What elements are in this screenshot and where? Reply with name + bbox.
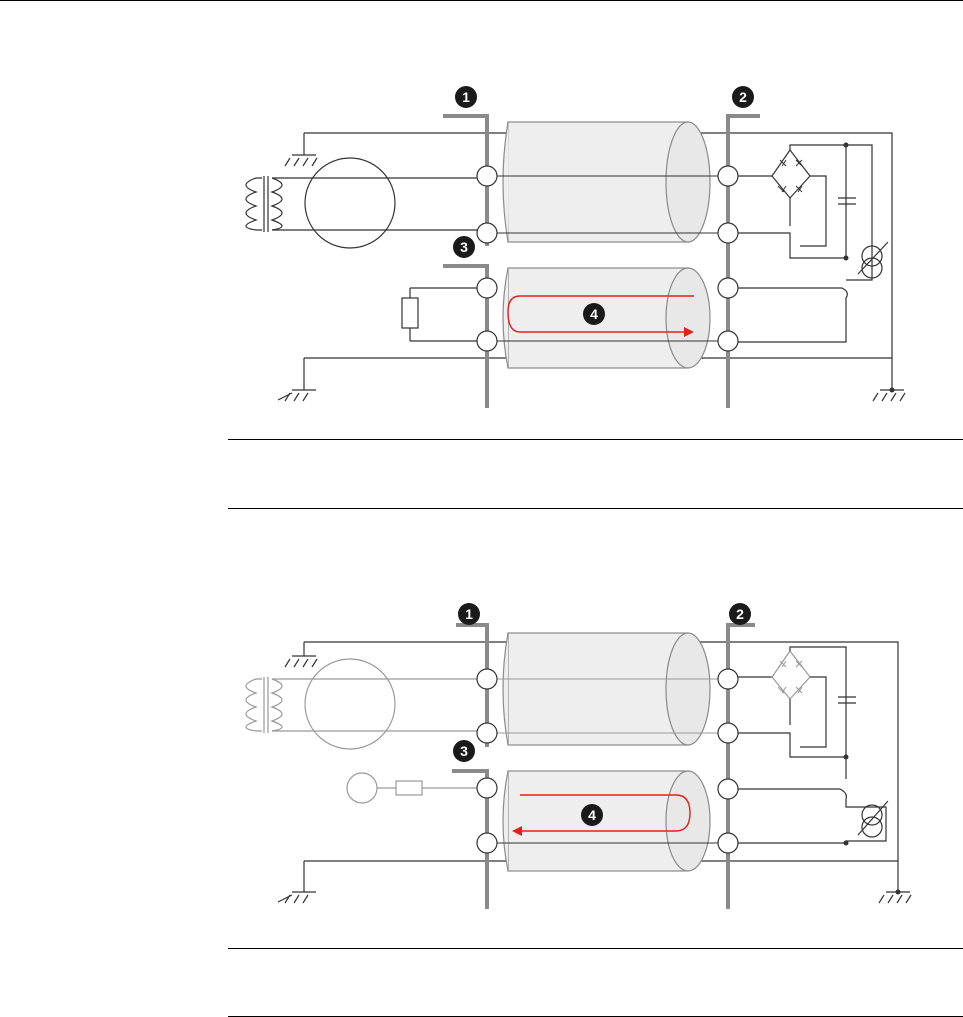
callout-badge-1: 1: [458, 603, 480, 625]
svg-text:2: 2: [739, 89, 747, 105]
svg-text:1: 1: [465, 606, 473, 622]
svg-text:4: 4: [588, 807, 596, 823]
wiring-diagram-1: 1 2 3 4: [0, 0, 963, 430]
caption-rule-top-2: [228, 948, 963, 949]
bus-bar-2-right: [728, 116, 760, 408]
svg-text:4: 4: [590, 306, 598, 322]
svg-text:1: 1: [462, 89, 470, 105]
callout-badge-2: 2: [732, 86, 754, 108]
bus-bar-2-right: [728, 625, 755, 909]
callout-badge-1: 1: [455, 86, 477, 108]
svg-text:3: 3: [460, 239, 468, 255]
cable-lower-1: [503, 268, 710, 368]
svg-text:3: 3: [460, 743, 468, 759]
callout-badge-3: 3: [453, 740, 475, 762]
cable-upper-1: [503, 122, 710, 242]
cable-lower-2: [503, 771, 710, 871]
callout-badge-2: 2: [729, 603, 751, 625]
cable-upper-2: [503, 633, 710, 745]
callout-badge-3: 3: [453, 236, 475, 258]
caption-rule-top-1: [228, 439, 963, 440]
svg-text:2: 2: [736, 606, 744, 622]
callout-badge-4: 4: [583, 303, 605, 325]
wiring-diagram-2: 1 2 3 4: [0, 509, 963, 939]
callout-badge-4: 4: [581, 804, 603, 826]
